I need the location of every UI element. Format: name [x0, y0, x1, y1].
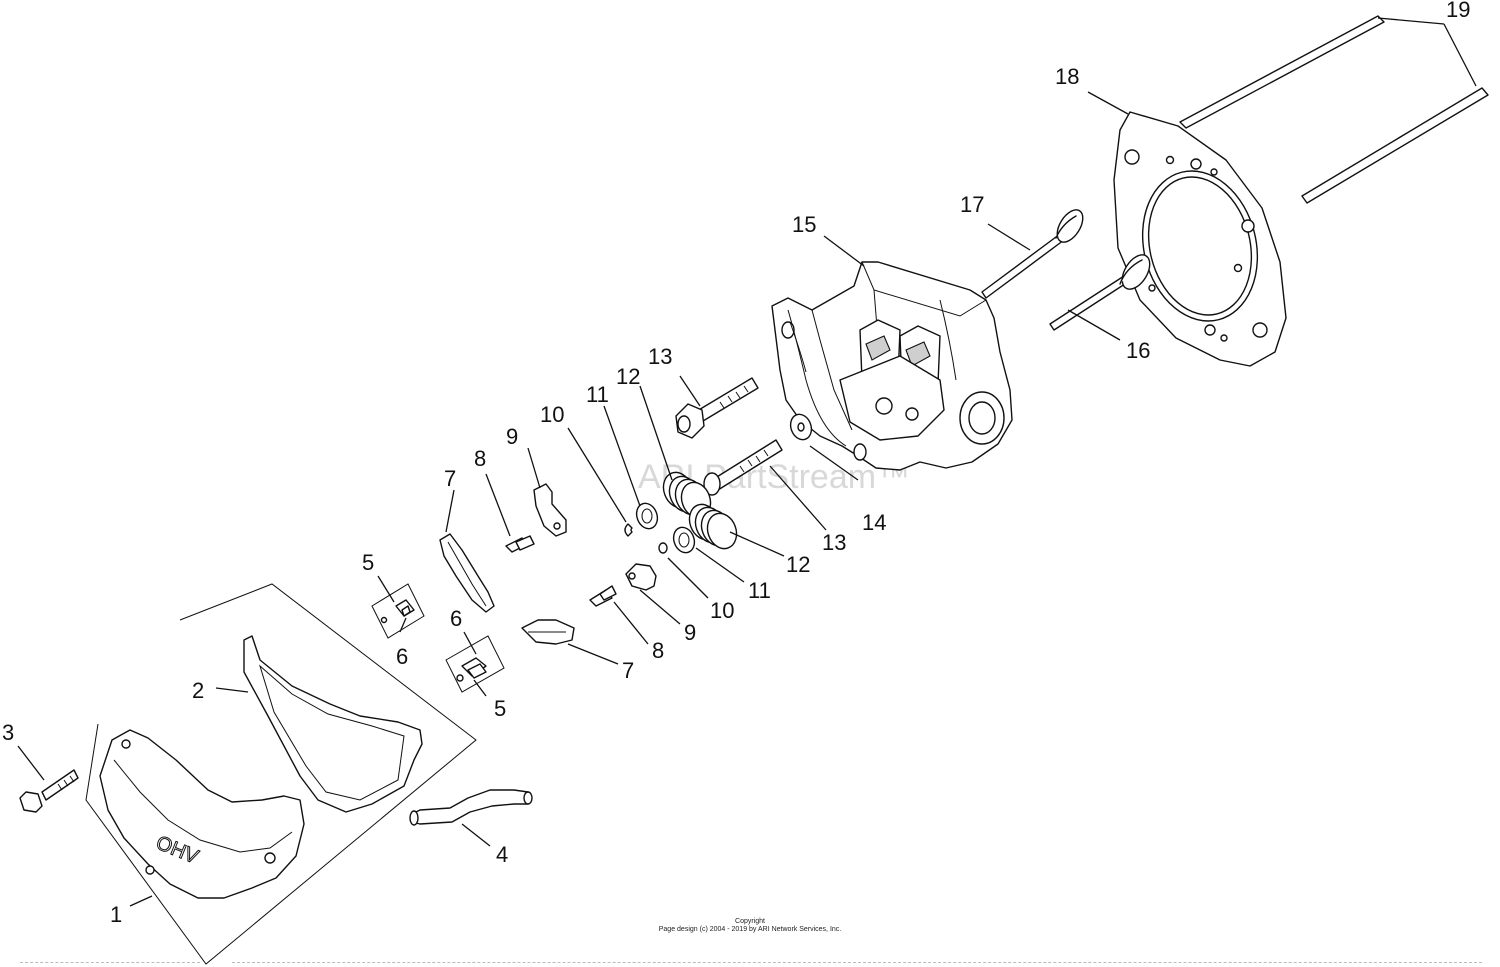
part-5-adjuster-upper[interactable] [395, 599, 415, 617]
callout-15: 15 [792, 212, 816, 237]
part-13-head-bolt-lower[interactable] [703, 439, 783, 496]
part-10-keeper-lower[interactable] [658, 542, 668, 554]
callout-12-lower: 12 [786, 552, 810, 577]
part-11-retainer-upper[interactable] [633, 500, 661, 531]
callout-10-lower: 10 [710, 598, 734, 623]
callout-1: 1 [110, 902, 122, 927]
part-19-push-rods[interactable] [1179, 15, 1489, 204]
part-1-valve-cover[interactable]: OHV [99, 729, 305, 899]
part-6-nut-lower[interactable] [456, 674, 464, 682]
callout-9-lower: 9 [684, 620, 696, 645]
part-7-rocker-arm-lower[interactable] [521, 619, 575, 645]
callout-19: 19 [1446, 0, 1470, 22]
part-5-adjuster-upper-box [371, 583, 425, 639]
callout-17: 17 [960, 192, 984, 217]
part-14-washer[interactable] [787, 411, 815, 442]
callout-5-lower: 5 [494, 696, 506, 721]
callout-18: 18 [1055, 64, 1079, 89]
callout-8-lower: 8 [652, 638, 664, 663]
part-5-adjuster-lower[interactable] [461, 657, 487, 679]
part-8-pivot-stud-upper[interactable] [505, 535, 535, 553]
callout-6-upper: 6 [396, 644, 408, 669]
callout-13-lower: 13 [822, 530, 846, 555]
callout-16: 16 [1126, 338, 1150, 363]
callout-3: 3 [2, 720, 14, 745]
callout-4: 4 [496, 842, 508, 867]
callout-7-upper: 7 [444, 466, 456, 491]
callout-9-upper: 9 [506, 424, 518, 449]
part-8-pivot-stud-lower[interactable] [589, 585, 617, 607]
leader-lines [17, 17, 1477, 907]
part-16-valve[interactable] [1049, 250, 1155, 331]
callout-numbers: 18 19 17 16 15 13 12 11 10 9 8 7 5 6 6 5… [2, 0, 1470, 927]
part-17-valve[interactable] [981, 205, 1088, 299]
callout-12-upper: 12 [616, 364, 640, 389]
part-2-cover-gasket[interactable] [243, 635, 423, 813]
part-12-valve-spring-lower[interactable] [685, 500, 742, 552]
part-11-retainer-lower[interactable] [670, 524, 698, 555]
part-6-nut-upper[interactable] [380, 616, 388, 624]
part-10-keeper-upper[interactable] [624, 523, 633, 537]
callout-7-lower: 7 [622, 658, 634, 683]
callout-11-upper: 11 [586, 382, 609, 407]
part-5-adjuster-lower-box [445, 635, 505, 693]
callout-6-lower: 6 [450, 606, 462, 631]
part-7-rocker-arm-upper[interactable] [439, 533, 495, 613]
copyright-label: Copyright [735, 918, 765, 925]
part-9-guide-plate-lower[interactable] [625, 563, 657, 591]
callout-8-upper: 8 [474, 446, 486, 471]
callout-14: 14 [862, 510, 886, 535]
part-13-head-bolt-upper[interactable] [675, 377, 759, 439]
copyright-notice: Page design (c) 2004 - 2019 by ARI Netwo… [658, 926, 842, 933]
callout-13-upper: 13 [648, 344, 672, 369]
part-1-assembly-bracket [85, 583, 477, 965]
bottom-divider-left [20, 962, 200, 963]
part-18-head-gasket[interactable] [1113, 111, 1287, 367]
callout-5-upper: 5 [362, 550, 374, 575]
callout-2: 2 [192, 678, 204, 703]
callout-11-lower: 11 [748, 578, 771, 603]
part-15-cylinder-head[interactable] [771, 261, 1013, 471]
part-3-cover-bolt[interactable] [19, 769, 79, 813]
part-4-breather-tube[interactable] [409, 789, 533, 826]
bottom-divider-right [232, 962, 1482, 963]
callout-10-upper: 10 [540, 402, 564, 427]
part-9-guide-plate-upper[interactable] [533, 483, 567, 537]
